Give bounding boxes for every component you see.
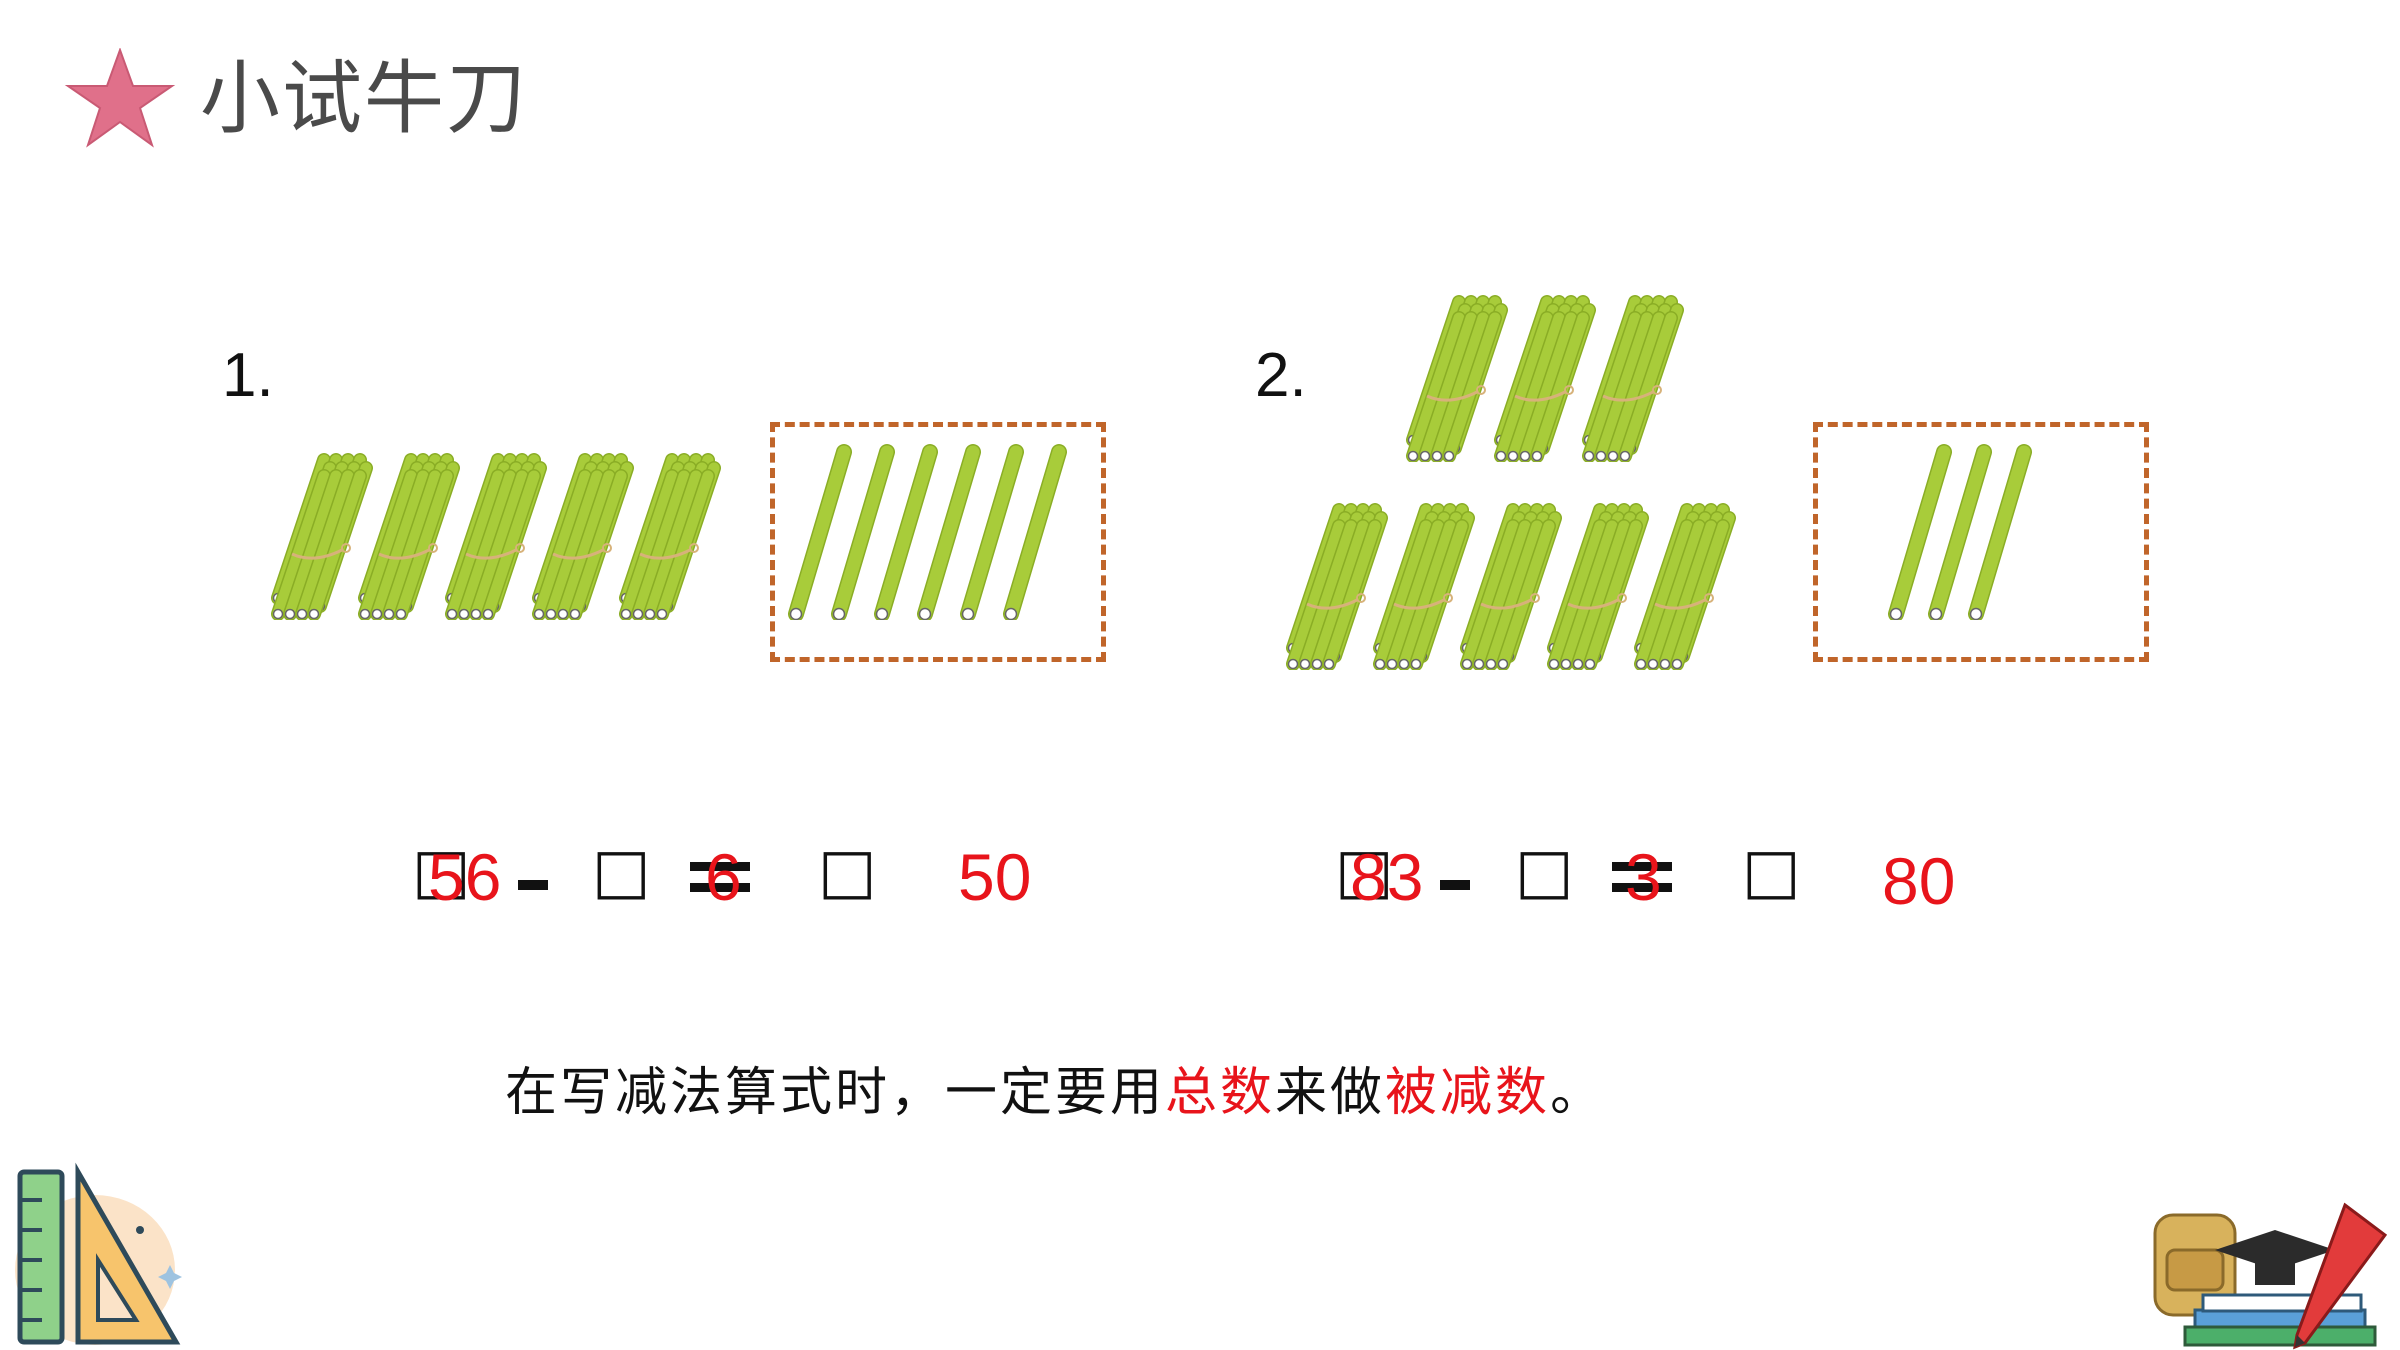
minus-sign-1 [518, 880, 548, 890]
loose-stick [917, 444, 981, 622]
equation-1-minuend: 56 [428, 840, 502, 914]
loose-stick [1888, 444, 1952, 622]
rule-part-3: 。 [1550, 1063, 1606, 1123]
problem-2-bundles-bottom [1285, 490, 1755, 671]
equation-1-subtrahend: 6 [705, 840, 742, 914]
equation-1-box-result: □ [818, 834, 877, 907]
stick-bundle [1494, 295, 1596, 463]
stick-bundle [619, 453, 721, 621]
rule-part-1: 在写减法算式时，一定要用 [505, 1063, 1166, 1123]
equals-sign-1 [690, 862, 750, 892]
equation-1-box-minuend: □ [412, 834, 471, 907]
stick-bundle [271, 453, 373, 621]
problem-1-loose-box [770, 422, 1106, 662]
rule-text: 在写减法算式时，一定要用总数来做被减数。 [505, 1050, 1605, 1125]
equation-1-box-subtrahend: □ [592, 834, 651, 907]
rule-highlight-total: 总数 [1165, 1063, 1276, 1123]
stick-bundle [358, 453, 460, 621]
stick-bundle [532, 453, 634, 621]
problem-1-number: 1. [222, 341, 274, 410]
school-supplies-icon [2153, 1202, 2388, 1350]
equation-2-minuend: 83 [1350, 840, 1424, 914]
loose-stick [1928, 444, 1992, 622]
equation-2-box-subtrahend: □ [1515, 834, 1574, 907]
equation-1-result: 50 [958, 840, 1032, 914]
problem-2-number: 2. [1255, 341, 1307, 410]
loose-stick [788, 444, 852, 622]
problem-1-loose-sticks [780, 440, 1100, 622]
star-icon [64, 48, 176, 148]
problem-2-bundles-top [1405, 282, 1705, 463]
page-title: 小试牛刀 [200, 52, 528, 145]
stick-bundle [1634, 503, 1736, 671]
rule-highlight-minuend: 被减数 [1385, 1063, 1551, 1123]
loose-stick [960, 444, 1024, 622]
stick-bundle [1406, 295, 1508, 463]
stick-bundle [1373, 503, 1475, 671]
loose-stick [874, 444, 938, 622]
equation-2-result: 80 [1882, 844, 1956, 918]
loose-stick [831, 444, 895, 622]
stick-bundle [1460, 503, 1562, 671]
loose-stick [1003, 444, 1067, 622]
stick-bundle [1286, 503, 1388, 671]
problem-2-loose-sticks [1880, 440, 2080, 622]
equation-2-box-result: □ [1742, 834, 1801, 907]
problem-1-bundles [270, 440, 740, 621]
loose-stick [1968, 444, 2032, 622]
equals-sign-2 [1612, 862, 1672, 892]
rule-part-2: 来做 [1275, 1063, 1386, 1123]
stick-bundle [1582, 295, 1684, 463]
problem-2-loose-box [1813, 422, 2149, 662]
stick-bundle [1547, 503, 1649, 671]
ruler-triangle-icon [15, 1162, 182, 1345]
equation-2-box-minuend: □ [1335, 834, 1394, 907]
stick-bundle [445, 453, 547, 621]
minus-sign-2 [1440, 880, 1470, 890]
equation-2-subtrahend: 3 [1625, 840, 1662, 914]
